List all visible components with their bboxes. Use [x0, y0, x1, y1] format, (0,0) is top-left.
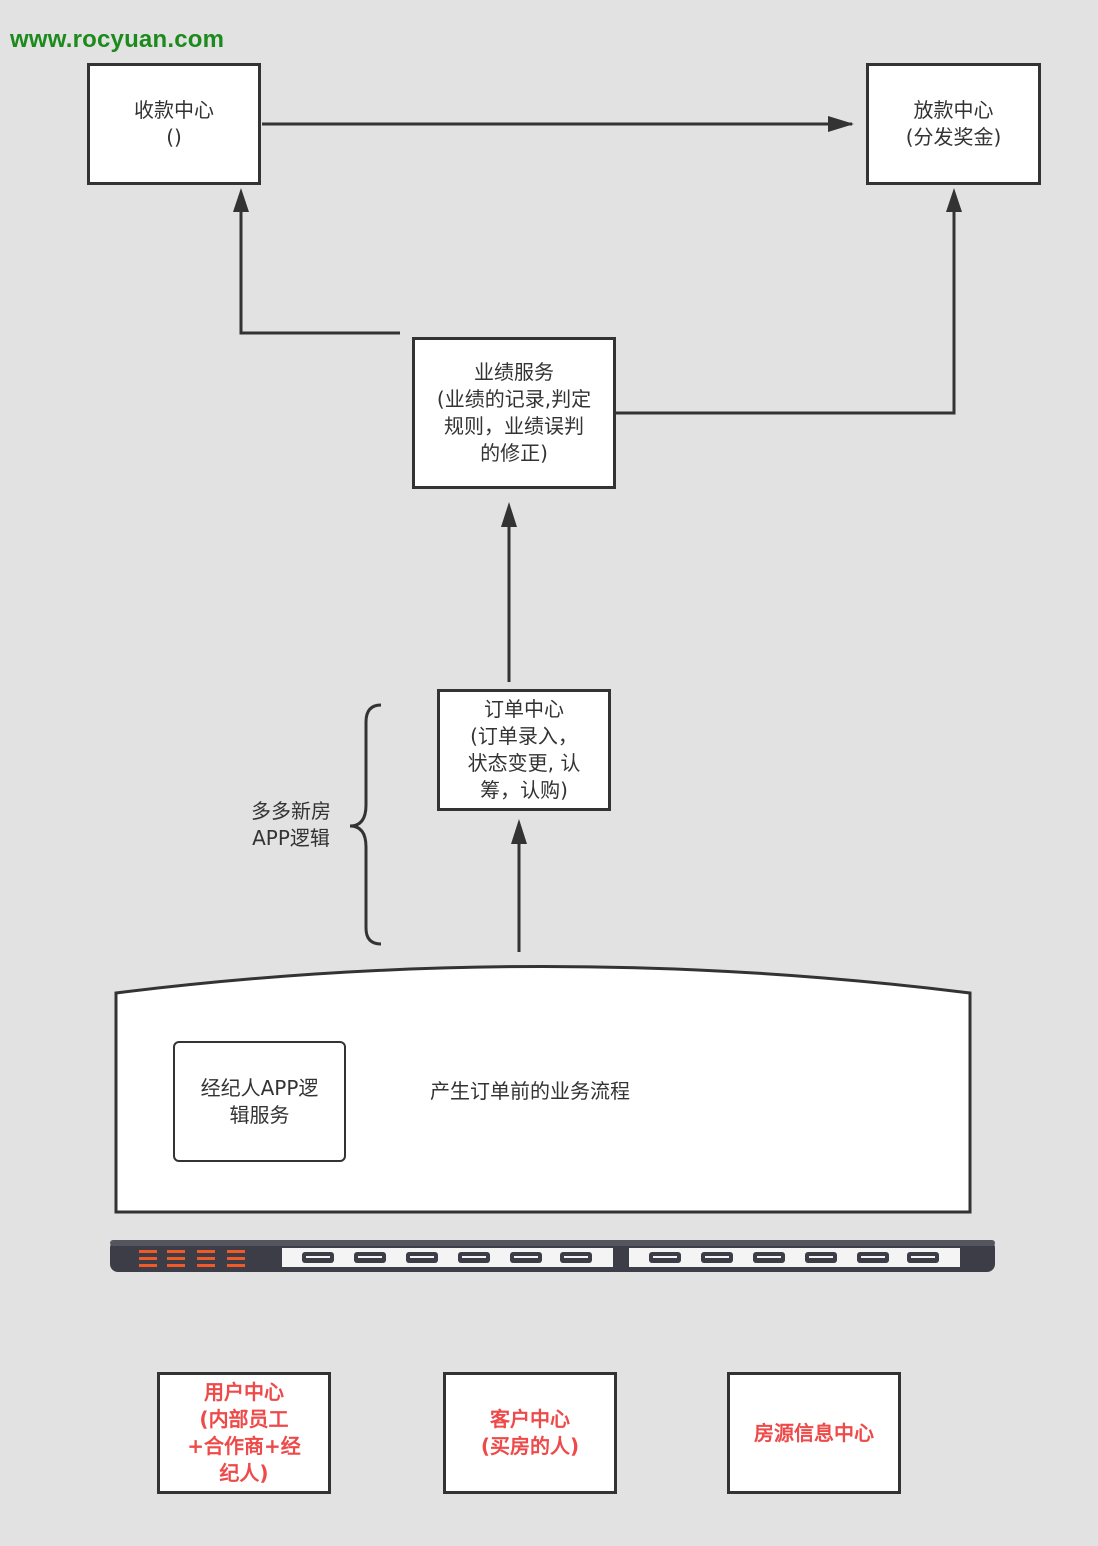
- arrowhead-payout-bottom: [946, 188, 962, 212]
- node-performance-service: 业绩服务 (业绩的记录,判定 规则，业绩误判 的修正): [412, 337, 616, 489]
- node-user-center: 用户中心 (内部员工 +合作商+经 纪人): [157, 1372, 331, 1494]
- node-collection-subtitle: (): [166, 125, 182, 149]
- node-payout-center: 放款中心 (分发奖金): [866, 63, 1041, 185]
- agent-app-line: 经纪人APP逻: [200, 1075, 319, 1100]
- node-performance-line: (业绩的记录,判定: [436, 387, 592, 411]
- node-user-line: (内部员工: [199, 1407, 289, 1431]
- node-collection-title: 收款中心: [134, 98, 214, 122]
- node-customer-center: 客户中心 (买房的人): [443, 1372, 617, 1494]
- arrow-performance-to-collection: [239, 210, 400, 335]
- node-customer-line: 客户中心: [490, 1407, 570, 1431]
- arrowhead-order: [511, 819, 527, 844]
- watermark: www.rocyuan.com: [10, 26, 225, 53]
- node-customer-line: (买房的人): [480, 1434, 580, 1458]
- network-switch: [110, 1240, 995, 1272]
- arrow-performance-to-payout: [615, 210, 956, 415]
- node-agent-app-service: 经纪人APP逻 辑服务: [173, 1041, 346, 1162]
- node-user-line: 纪人): [219, 1461, 269, 1485]
- arrowhead-performance: [501, 502, 517, 527]
- brace-label-line: 多多新房: [251, 799, 331, 823]
- node-performance-line: 业绩服务: [474, 360, 554, 384]
- switch-leds: [139, 1250, 245, 1267]
- node-payout-title: 放款中心: [913, 98, 994, 122]
- node-user-line: +合作商+经: [187, 1434, 301, 1458]
- node-performance-line: 的修正): [480, 441, 548, 465]
- node-order-center: 订单中心 (订单录入， 状态变更, 认 筹，认购): [437, 689, 611, 811]
- node-performance-line: 规则，业绩误判: [444, 414, 584, 438]
- node-order-line: (订单录入，: [470, 724, 578, 748]
- node-housing-center: 房源信息中心: [727, 1372, 901, 1494]
- arrowhead-collection: [233, 188, 249, 212]
- node-collection-center: 收款中心 (): [87, 63, 261, 185]
- agent-app-line: 辑服务: [229, 1102, 290, 1127]
- process-area-description: 产生订单前的业务流程: [430, 1079, 630, 1103]
- node-order-line: 订单中心: [484, 697, 564, 721]
- node-user-line: 用户中心: [204, 1380, 284, 1404]
- curly-brace: [349, 703, 382, 946]
- arrowhead-payout: [828, 116, 854, 132]
- brace-label: 多多新房 APP逻辑: [232, 798, 350, 852]
- node-order-line: 状态变更, 认: [467, 751, 581, 775]
- brace-label-line: APP逻辑: [252, 826, 330, 850]
- node-payout-subtitle: (分发奖金): [905, 125, 1002, 149]
- node-order-line: 筹，认购): [480, 778, 568, 802]
- node-housing-line: 房源信息中心: [754, 1420, 874, 1445]
